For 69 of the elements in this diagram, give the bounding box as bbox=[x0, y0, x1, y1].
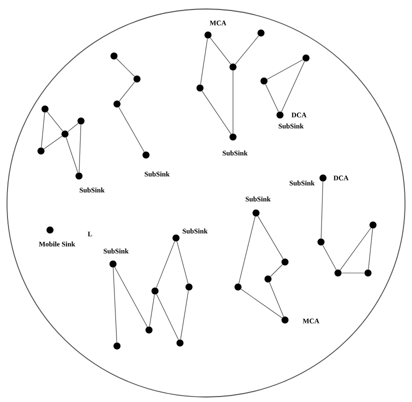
sensor-dot bbox=[230, 134, 236, 140]
sensor-dot bbox=[176, 340, 184, 346]
link-line bbox=[238, 216, 256, 284]
link-line bbox=[156, 294, 179, 340]
link-line bbox=[47, 112, 63, 132]
link-line bbox=[66, 137, 78, 173]
sensor-dot bbox=[110, 52, 118, 60]
link-line bbox=[258, 216, 284, 260]
link-line bbox=[232, 70, 234, 134]
link-line bbox=[210, 38, 232, 64]
sensor-dot bbox=[114, 100, 120, 108]
sensor-dot bbox=[186, 284, 192, 290]
sensor-dot bbox=[334, 270, 342, 276]
sensor-dot bbox=[264, 276, 272, 282]
link-line bbox=[112, 267, 118, 343]
sensor-dot bbox=[258, 30, 264, 36]
sensor-dot bbox=[230, 64, 236, 70]
link-line bbox=[270, 264, 283, 277]
sensor-dot bbox=[78, 118, 84, 124]
link-line bbox=[114, 266, 148, 328]
link-line bbox=[240, 288, 282, 318]
sensor-dot bbox=[38, 148, 44, 154]
sensor-dot bbox=[234, 284, 242, 290]
sensor-dot bbox=[370, 222, 376, 228]
link-line bbox=[44, 136, 62, 150]
sensor-dot bbox=[282, 258, 288, 266]
link-line bbox=[340, 228, 372, 270]
sensor-dot bbox=[276, 112, 284, 118]
link-line bbox=[116, 58, 135, 77]
sensor-dot bbox=[76, 172, 82, 180]
link-line bbox=[266, 59, 304, 80]
link-line bbox=[156, 241, 175, 288]
link-line bbox=[265, 84, 279, 112]
link-line bbox=[320, 181, 324, 239]
link-line bbox=[41, 112, 45, 148]
link-line bbox=[119, 82, 135, 102]
link-line bbox=[118, 106, 144, 152]
sensor-dot bbox=[114, 342, 120, 350]
link-line bbox=[200, 38, 208, 85]
sensor-dot bbox=[196, 84, 204, 92]
sensor-dot bbox=[46, 226, 54, 234]
sensor-dot bbox=[172, 234, 180, 242]
sensor-dot bbox=[302, 54, 310, 62]
sensor-dot bbox=[364, 270, 372, 276]
link-line bbox=[202, 90, 232, 134]
sensor-dot bbox=[320, 174, 326, 182]
link-line bbox=[281, 61, 305, 112]
sensor-dot bbox=[62, 130, 68, 138]
sensor-dot bbox=[42, 106, 48, 112]
link-line bbox=[368, 228, 373, 270]
link-line bbox=[180, 290, 189, 340]
sensor-dot bbox=[260, 78, 268, 84]
sensor-dot bbox=[146, 326, 152, 334]
link-line bbox=[322, 244, 337, 270]
sensor-dot bbox=[152, 288, 158, 294]
link-line bbox=[149, 294, 155, 327]
sensor-dot bbox=[110, 260, 116, 268]
link-line bbox=[235, 36, 259, 64]
sensor-dot bbox=[134, 76, 140, 82]
link-line bbox=[78, 124, 82, 173]
sensor-dot bbox=[142, 152, 150, 158]
link-line bbox=[176, 241, 188, 284]
link-line bbox=[341, 272, 365, 274]
link-line bbox=[269, 282, 284, 317]
sensor-dot bbox=[282, 316, 288, 324]
sensor-dot bbox=[252, 210, 260, 216]
sensor-dot bbox=[318, 238, 324, 246]
link-line bbox=[68, 123, 78, 132]
sensor-dot bbox=[204, 32, 212, 38]
